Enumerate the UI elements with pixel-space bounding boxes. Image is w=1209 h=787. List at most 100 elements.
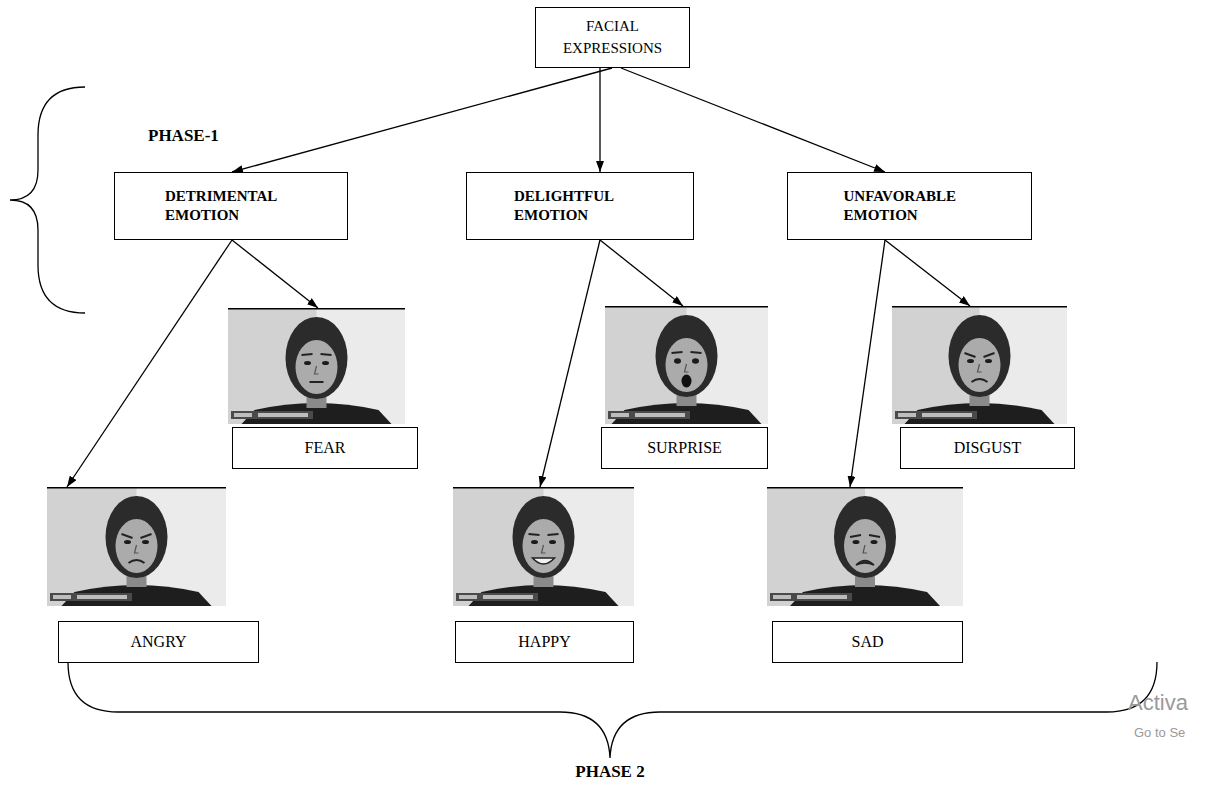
expression-node: SURPRISE <box>605 306 772 469</box>
nose <box>863 545 867 553</box>
eyebrow <box>691 352 702 353</box>
eye <box>985 359 992 363</box>
phase-brace <box>10 87 85 313</box>
face-photo <box>767 487 963 606</box>
hair <box>949 315 1011 397</box>
eyebrow <box>965 353 976 357</box>
hair <box>834 496 896 578</box>
eye <box>304 361 311 365</box>
timestamp-mark <box>898 413 916 417</box>
eyebrow <box>321 354 332 355</box>
timestamp-mark <box>234 413 252 417</box>
timestamp-bar <box>50 593 132 601</box>
emotion-label: SAD <box>851 633 883 651</box>
shirt <box>469 585 619 606</box>
root-box: FACIAL EXPRESSIONS <box>535 7 690 68</box>
photo-background <box>47 487 226 606</box>
nose <box>542 545 546 553</box>
eyebrow <box>122 534 133 538</box>
timestamp-mark <box>459 595 477 599</box>
mouth <box>310 381 324 383</box>
emotion-label-box: FEAR <box>232 427 418 469</box>
face-photo <box>892 306 1067 424</box>
arrow-connector <box>599 68 600 172</box>
timestamp-mark <box>635 413 685 417</box>
mouth <box>129 560 145 563</box>
arrow-connector <box>850 240 885 487</box>
face <box>296 340 338 394</box>
photo-background <box>453 487 634 606</box>
face-photo <box>605 306 768 424</box>
eye <box>967 359 974 363</box>
category-box: DETRIMENTAL EMOTION <box>114 172 348 240</box>
emotion-label-box: SURPRISE <box>601 427 768 469</box>
photo-edge <box>892 306 1067 308</box>
photo-background <box>605 306 768 424</box>
expression-node: FEAR <box>228 308 418 469</box>
emotion-label-box: SAD <box>772 621 963 663</box>
text-holder: DELIGHTFUL EMOTION <box>514 187 646 226</box>
arrow-connector <box>621 68 885 172</box>
eyebrow <box>672 352 683 353</box>
emotion-label: SURPRISE <box>647 439 722 457</box>
arrow-connector <box>232 240 318 308</box>
photo-edge <box>47 487 226 489</box>
photo-edge <box>767 487 963 489</box>
box-text: DETRIMENTAL EMOTION <box>165 187 297 226</box>
text-holder: UNFAVORABLE EMOTION <box>844 187 976 226</box>
phase-brace <box>68 662 1157 758</box>
mouth <box>533 558 555 564</box>
eyebrow <box>302 354 313 355</box>
expression-node: HAPPY <box>453 487 634 663</box>
eye <box>871 540 878 544</box>
eye <box>124 540 131 544</box>
face <box>844 519 886 573</box>
arrow-connector <box>600 240 683 306</box>
nose <box>315 366 319 374</box>
emotion-label: ANGRY <box>130 633 186 651</box>
eye <box>674 358 681 364</box>
watermark: Go to Se <box>1134 725 1185 740</box>
expression-node: ANGRY <box>47 487 259 663</box>
eye <box>142 540 149 544</box>
photo-background <box>228 308 405 424</box>
timestamp-mark <box>773 595 791 599</box>
hair <box>656 315 718 397</box>
nose <box>685 364 689 372</box>
face <box>116 519 158 573</box>
category-box: UNFAVORABLE EMOTION <box>787 172 1032 240</box>
arrow-connector <box>232 68 612 172</box>
shirt <box>905 403 1055 424</box>
emotion-label-box: ANGRY <box>58 621 259 663</box>
arrow-connector <box>885 240 970 306</box>
mouth <box>682 375 692 388</box>
category-box: DELIGHTFUL EMOTION <box>466 172 694 240</box>
timestamp-mark <box>611 413 629 417</box>
shirt <box>62 585 212 606</box>
eyebrow <box>850 535 861 537</box>
text-holder: FACIAL EXPRESSIONS <box>553 16 673 60</box>
box-text: FACIAL EXPRESSIONS <box>553 16 673 60</box>
timestamp-bar <box>895 411 977 419</box>
eyebrow <box>141 534 152 538</box>
emotion-label: HAPPY <box>518 633 570 651</box>
eyebrow <box>548 534 559 535</box>
shirt <box>790 585 940 606</box>
eye <box>549 540 556 544</box>
eyebrow <box>869 535 880 537</box>
eye <box>322 361 329 365</box>
timestamp-mark <box>77 595 127 599</box>
photo-edge <box>453 487 634 489</box>
face <box>959 338 1001 392</box>
face <box>523 519 565 573</box>
face-photo <box>228 308 405 424</box>
hair <box>106 496 168 578</box>
expression-node: DISGUST <box>892 306 1075 469</box>
hair <box>286 317 348 399</box>
expression-node: SAD <box>767 487 963 663</box>
eye <box>692 358 699 364</box>
timestamp-mark <box>53 595 71 599</box>
emotion-label: FEAR <box>305 439 346 457</box>
timestamp-mark <box>258 413 308 417</box>
